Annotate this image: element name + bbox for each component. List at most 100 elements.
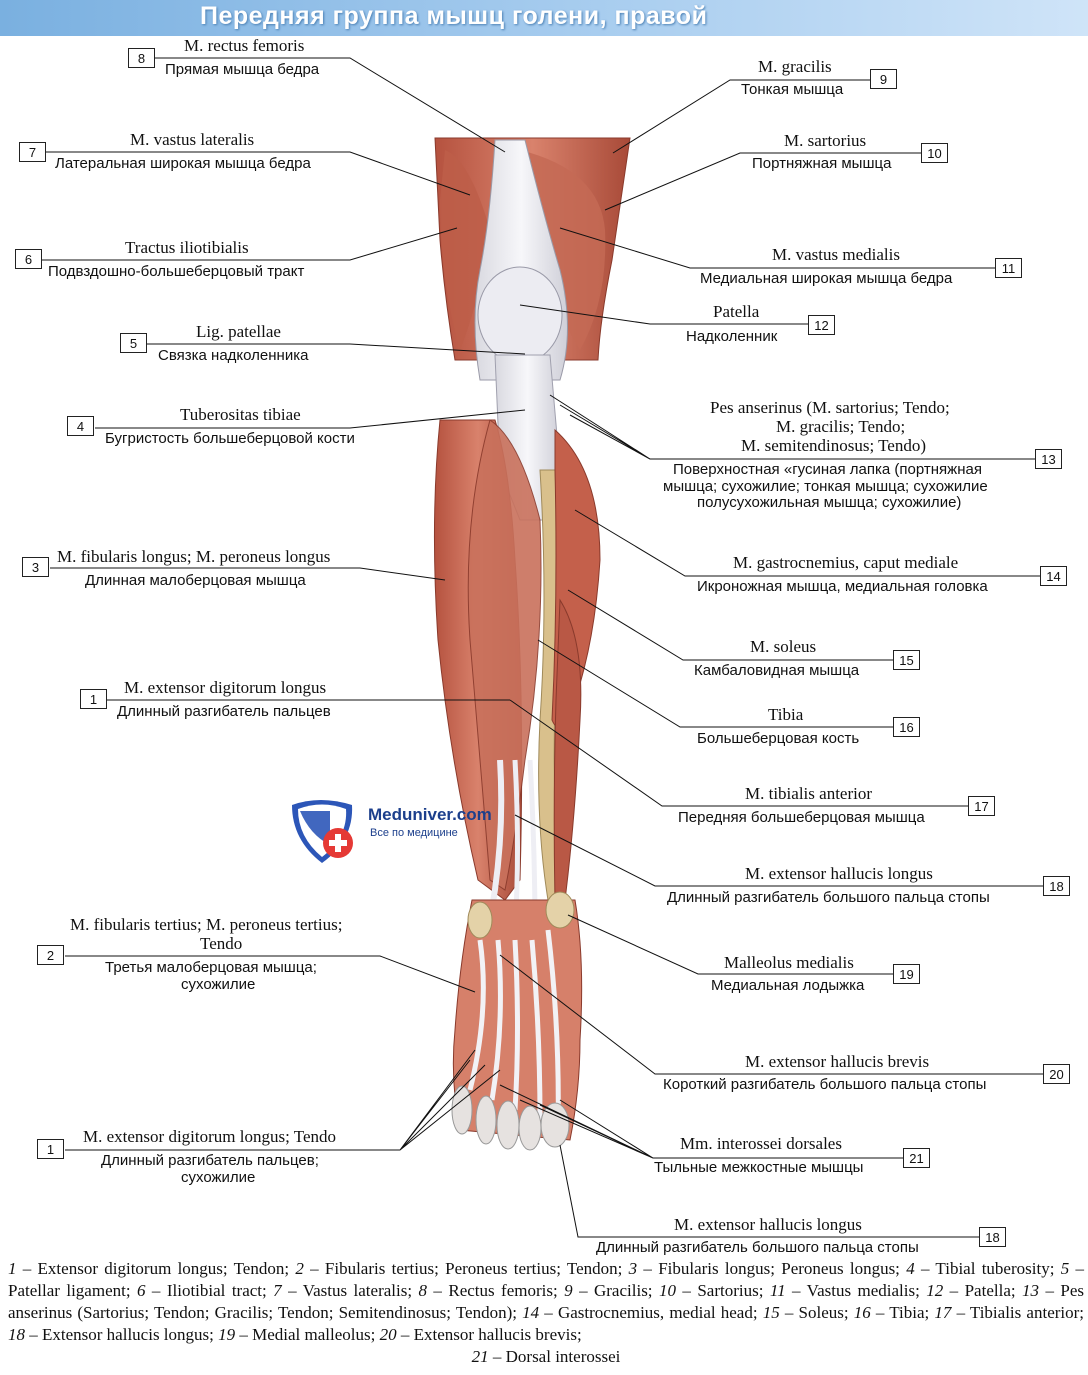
caption-text: – Gastrocnemius, medial head; bbox=[539, 1303, 763, 1322]
label-latin-fibularis-tertius-1: M. fibularis tertius; M. peroneus tertiu… bbox=[70, 915, 343, 934]
caption-num: 3 bbox=[628, 1259, 638, 1278]
vastus-lateralis-shape bbox=[440, 150, 490, 350]
label-number-19: 19 bbox=[893, 964, 920, 984]
label-russian-extensor-digitorum: Длинный разгибатель пальцев bbox=[117, 703, 331, 720]
label-latin-gracilis: M. gracilis bbox=[758, 57, 832, 76]
label-russian-dorsal-interossei: Тыльные межкостные мышцы bbox=[654, 1159, 864, 1176]
caption-num: 16 bbox=[853, 1303, 871, 1322]
label-latin-tibialis-anterior: M. tibialis anterior bbox=[745, 784, 873, 803]
label-latin-patella: Patella bbox=[713, 302, 760, 321]
tibialis-anterior-shape bbox=[467, 419, 542, 891]
label-number-4: 4 bbox=[67, 416, 94, 436]
caption-num: 21 bbox=[471, 1347, 489, 1366]
label-latin-iliotibial-tract: Tractus iliotibialis bbox=[125, 238, 249, 257]
caption-num: 4 bbox=[906, 1259, 915, 1278]
label-latin-ehl-1: M. extensor hallucis longus bbox=[745, 864, 933, 883]
caption-text: – Tibia; bbox=[870, 1303, 935, 1322]
caption-num: 9 bbox=[564, 1281, 573, 1300]
label-latin-tibial-tuberosity: Tuberositas tibiae bbox=[180, 405, 301, 424]
label-latin-vastus-medialis: M. vastus medialis bbox=[772, 245, 900, 264]
label-number-1b: 1 bbox=[37, 1139, 64, 1159]
label-latin-fibularis-longus: M. fibularis longus; M. peroneus longus bbox=[57, 547, 331, 566]
caption-text: – Extensor hallucis longus; bbox=[25, 1325, 219, 1344]
label-russian-iliotibial-tract: Подвздошно-большеберцовый тракт bbox=[48, 263, 305, 280]
label-latin-pes-anserinus-1: Pes anserinus (M. sartorius; Tendo; bbox=[710, 398, 950, 417]
label-russian-pes-anserinus-2: мышца; сухожилие; тонкая мышца; сухожили… bbox=[663, 478, 988, 495]
label-latin-extensor-digitorum: M. extensor digitorum longus bbox=[124, 678, 327, 697]
caption-num: 19 bbox=[218, 1325, 236, 1344]
label-russian-tibial-tuberosity: Бугристость большеберцовой кости bbox=[105, 430, 355, 447]
label-russian-edl-tendon-1: Длинный разгибатель пальцев; bbox=[101, 1152, 319, 1169]
label-russian-tibia: Большеберцовая кость bbox=[697, 730, 860, 747]
caption-text: – Patellar ligament; bbox=[8, 1259, 1084, 1300]
caption-num: 20 bbox=[379, 1325, 397, 1344]
watermark-name: Meduniver.com bbox=[368, 805, 492, 824]
label-number-13: 13 bbox=[1035, 449, 1062, 469]
caption-num: 7 bbox=[273, 1281, 282, 1300]
label-russian-fibularis-tertius-1: Третья малоберцовая мышца; bbox=[105, 959, 317, 976]
caption-text: – Vastus medialis; bbox=[785, 1281, 927, 1300]
label-number-1a: 1 bbox=[80, 689, 107, 709]
label-latin-gastrocnemius: M. gastrocnemius, caput mediale bbox=[733, 553, 959, 572]
label-russian-vastus-lateralis: Латеральная широкая мышца бедра bbox=[55, 155, 311, 172]
label-russian-ehl-1: Длинный разгибатель большого пальца стоп… bbox=[667, 889, 990, 906]
leader-lines bbox=[40, 57, 1043, 1238]
caption-text: – Sartorius; bbox=[675, 1281, 770, 1300]
label-latin-medial-malleolus: Malleolus medialis bbox=[724, 953, 854, 972]
label-number-14: 14 bbox=[1040, 566, 1067, 586]
label-latin-fibularis-tertius-2: Tendo bbox=[200, 934, 243, 953]
label-russian-ehl-2: Длинный разгибатель большого пальца стоп… bbox=[596, 1239, 919, 1256]
figure-caption: 1 – Extensor digitorum longus; Tendon; 2… bbox=[8, 1258, 1084, 1368]
label-russian-tibialis-anterior: Передняя большеберцовая мышца bbox=[678, 809, 925, 826]
label-russian-pes-anserinus-3: полусухожильная мышца; сухожилие) bbox=[697, 494, 962, 511]
caption-num: 14 bbox=[522, 1303, 540, 1322]
page-title: Передняя группа мышц голени, правой bbox=[200, 2, 708, 30]
label-latin-vastus-lateralis: M. vastus lateralis bbox=[130, 130, 255, 149]
caption-num: 2 bbox=[295, 1259, 304, 1278]
label-russian-fibularis-longus: Длинная малоберцовая мышца bbox=[85, 572, 306, 589]
caption-num: 12 bbox=[926, 1281, 944, 1300]
label-latin-pes-anserinus-2: M. gracilis; Tendo; bbox=[776, 417, 906, 436]
label-russian-patella: Надколенник bbox=[686, 328, 778, 345]
label-russian-patellar-ligament: Связка надколенника bbox=[158, 347, 309, 364]
caption-text: – Rectus femoris; bbox=[427, 1281, 565, 1300]
label-latin-ehl-2: M. extensor hallucis longus bbox=[674, 1215, 862, 1234]
vastus-medialis-shape bbox=[520, 150, 606, 350]
label-number-3: 3 bbox=[22, 557, 49, 577]
label-latin-dorsal-interossei: Mm. interossei dorsales bbox=[680, 1134, 842, 1153]
label-russian-pes-anserinus-1: Поверхностная «гусиная лапка (портняжная bbox=[673, 461, 982, 478]
label-russian-fibularis-tertius-2: сухожилие bbox=[181, 976, 256, 993]
label-number-7: 7 bbox=[19, 142, 46, 162]
caption-text: – Tibial tuberosity; bbox=[914, 1259, 1061, 1278]
label-number-18a: 18 bbox=[1043, 876, 1070, 896]
caption-text: – Vastus lateralis; bbox=[281, 1281, 419, 1300]
label-number-18b: 18 bbox=[979, 1227, 1006, 1247]
label-russian-vastus-medialis: Медиальная широкая мышца бедра bbox=[700, 270, 953, 287]
soleus-shape bbox=[553, 598, 582, 901]
caption-text: – Gracilis; bbox=[572, 1281, 659, 1300]
label-russian-ehb: Короткий разгибатель большого пальца сто… bbox=[663, 1076, 987, 1093]
label-russian-gracilis: Тонкая мышца bbox=[741, 81, 844, 98]
label-latin-patellar-ligament: Lig. patellae bbox=[196, 322, 281, 341]
label-russian-rectus-femoris: Прямая мышца бедра bbox=[165, 61, 320, 78]
caption-text: – Dorsal interossei bbox=[488, 1347, 621, 1366]
caption-text: – Soleus; bbox=[779, 1303, 854, 1322]
meduniver-logo bbox=[292, 800, 353, 863]
caption-text: – Pes anserinus (Sartorius; Tendon; Grac… bbox=[8, 1281, 1085, 1322]
caption-text: – Fibularis tertius; Peroneus tertius; T… bbox=[303, 1259, 629, 1278]
label-number-10: 10 bbox=[921, 143, 948, 163]
label-number-9: 9 bbox=[870, 69, 897, 89]
label-number-17: 17 bbox=[968, 796, 995, 816]
caption-num: 17 bbox=[934, 1303, 952, 1322]
label-number-11: 11 bbox=[995, 258, 1022, 278]
caption-text: – Medial malleolus; bbox=[235, 1325, 380, 1344]
label-number-6: 6 bbox=[15, 249, 42, 269]
caption-num: 13 bbox=[1022, 1281, 1040, 1300]
label-number-8: 8 bbox=[128, 48, 155, 68]
label-number-20: 20 bbox=[1043, 1064, 1070, 1084]
caption-num: 11 bbox=[769, 1281, 786, 1300]
label-latin-tibia: Tibia bbox=[768, 705, 804, 724]
label-russian-gastrocnemius: Икроножная мышца, медиальная головка bbox=[697, 578, 988, 595]
patella-shape bbox=[477, 266, 563, 364]
label-latin-soleus: M. soleus bbox=[750, 637, 817, 656]
